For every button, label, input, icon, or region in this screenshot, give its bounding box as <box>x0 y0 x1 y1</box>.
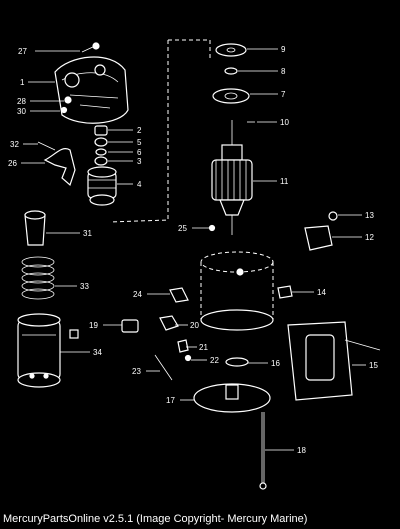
callout-2: 2 <box>137 126 142 135</box>
part-22 <box>184 354 192 362</box>
callout-14: 14 <box>317 288 326 297</box>
part-28 <box>64 96 72 104</box>
part-30 <box>60 106 68 114</box>
part-20 <box>159 315 179 331</box>
callout-24: 24 <box>133 290 142 299</box>
part-13 <box>328 211 338 221</box>
part-25 <box>208 224 216 232</box>
callout-19: 19 <box>89 321 98 330</box>
callout-1: 1 <box>20 78 25 87</box>
callout-12: 12 <box>365 233 374 242</box>
part-5 <box>94 137 108 147</box>
part-armature-11 <box>211 120 253 235</box>
part-8 <box>224 67 238 75</box>
callout-16: 16 <box>271 359 280 368</box>
callout-34: 34 <box>93 348 102 357</box>
part-field-frame <box>200 251 274 331</box>
part-pin-32 <box>37 141 56 151</box>
callout-25: 25 <box>178 224 187 233</box>
callout-11: 11 <box>280 177 289 186</box>
part-23 <box>154 354 173 381</box>
callout-20: 20 <box>190 321 199 330</box>
callout-23: 23 <box>132 367 141 376</box>
callout-27: 27 <box>18 47 27 56</box>
callout-30: 30 <box>17 107 26 116</box>
image-footer: MercuryPartsOnline v2.5.1 (Image Copyrig… <box>0 510 400 529</box>
callout-22: 22 <box>210 356 219 365</box>
part-shift-fork-26 <box>43 148 76 187</box>
part-24 <box>169 287 189 303</box>
alignment-dashed-line <box>109 39 211 223</box>
part-19 <box>121 319 139 333</box>
part-21 <box>177 339 189 353</box>
part-2 <box>94 125 108 136</box>
callout-4: 4 <box>137 180 142 189</box>
footer-caption: MercuryPartsOnline v2.5.1 (Image Copyrig… <box>3 513 308 525</box>
part-through-bolt-18 <box>259 412 267 490</box>
callout-3: 3 <box>137 157 142 166</box>
callouts: 27 1 28 30 32 26 2 5 6 3 4 31 33 34 9 8 <box>8 45 378 455</box>
callout-33: 33 <box>80 282 89 291</box>
callout-15: 15 <box>369 361 378 370</box>
callout-26: 26 <box>8 159 17 168</box>
part-cover-15 <box>287 321 381 401</box>
part-washer-9 <box>215 43 247 57</box>
part-screw-27 <box>81 42 100 53</box>
part-commutator-end-7 <box>212 88 250 104</box>
callout-10: 10 <box>280 118 289 127</box>
part-drive-end-housing <box>54 56 129 124</box>
part-spring-33 <box>21 256 55 300</box>
part-3 <box>94 156 108 166</box>
part-solenoid-34 <box>17 313 79 388</box>
callout-9: 9 <box>281 45 286 54</box>
part-drive-gear-4 <box>87 166 117 206</box>
callout-5: 5 <box>137 138 142 147</box>
callout-8: 8 <box>281 67 286 76</box>
callout-6: 6 <box>137 148 142 157</box>
part-6 <box>95 148 107 156</box>
callout-7: 7 <box>281 90 286 99</box>
part-collar-31 <box>24 210 46 246</box>
callout-17: 17 <box>166 396 175 405</box>
part-bracket-12 <box>304 225 333 251</box>
callout-32: 32 <box>10 140 19 149</box>
part-14 <box>277 285 293 299</box>
callout-21: 21 <box>199 343 208 352</box>
callout-28: 28 <box>17 97 26 106</box>
callout-18: 18 <box>297 446 306 455</box>
part-end-cap-17 <box>193 383 271 413</box>
callout-13: 13 <box>365 211 374 220</box>
callout-31: 31 <box>83 229 92 238</box>
part-washer-16 <box>225 357 249 367</box>
